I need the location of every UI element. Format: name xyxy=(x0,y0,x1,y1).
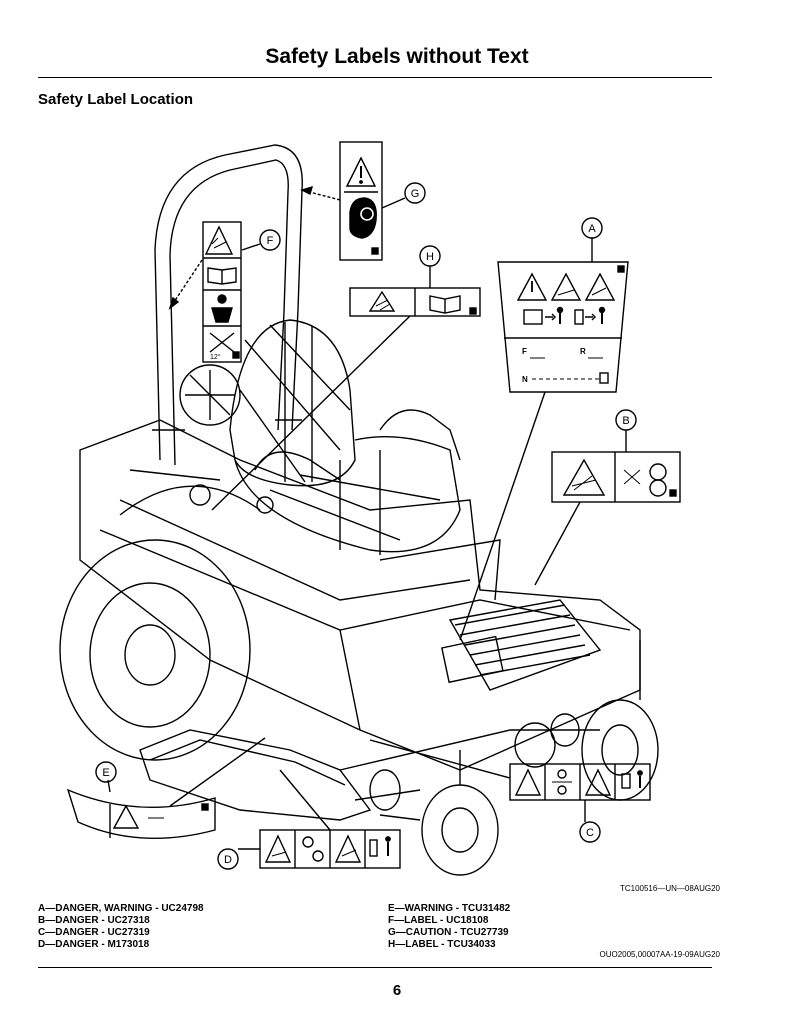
legend-item-d: D—DANGER - M173018 xyxy=(38,939,150,950)
leader-h xyxy=(211,315,411,511)
label-a: F R N xyxy=(497,261,629,393)
rear-wheel xyxy=(59,539,251,761)
label-a-f-text: F xyxy=(522,347,527,356)
legend-item-g: G—CAUTION - TCU27739 xyxy=(388,927,509,938)
svg-text:H: H xyxy=(426,251,434,263)
document-reference: OUO2005,00007AA-19-09AUG20 xyxy=(599,950,720,959)
legend-item-h: H—LABEL - TCU34033 xyxy=(388,939,496,950)
svg-text:C: C xyxy=(586,827,594,839)
callout-a: A xyxy=(581,217,603,239)
label-f-angle-text: 12° xyxy=(210,353,221,361)
arrow-g xyxy=(300,185,314,196)
legend-item-a: A—DANGER, WARNING - UC24798 xyxy=(38,903,204,914)
callout-d: D xyxy=(217,848,239,870)
leader-a xyxy=(459,391,546,641)
leader-e xyxy=(169,737,266,807)
svg-text:D: D xyxy=(224,854,232,866)
svg-text:B: B xyxy=(622,415,629,427)
page-title: Safety Labels without Text xyxy=(265,45,529,68)
svg-text:A: A xyxy=(588,223,596,235)
arrow-f xyxy=(168,296,180,310)
mower-body xyxy=(79,419,641,771)
label-h xyxy=(349,287,481,317)
callout-c: C xyxy=(579,821,601,843)
legend-item-f: F—LABEL - UC18108 xyxy=(388,915,489,926)
figure-reference: TC100516—UN—08AUG20 xyxy=(619,884,720,893)
legend-left: A—DANGER, WARNING - UC24798 B—DANGER - U… xyxy=(38,903,204,951)
rops-roll-bar xyxy=(152,144,303,466)
section-heading: Safety Label Location xyxy=(38,91,194,108)
svg-text:G: G xyxy=(411,188,420,200)
seat xyxy=(229,319,461,555)
callout-h: H xyxy=(419,245,441,267)
mower-illustration: 12° F R N xyxy=(59,141,681,876)
leader-f-callout xyxy=(241,243,261,251)
legend-item-e: E—WARNING - TCU31482 xyxy=(388,903,511,914)
leader-g-callout xyxy=(381,197,406,209)
callout-b: B xyxy=(615,409,637,431)
label-c xyxy=(509,763,651,801)
legend-item-b: B—DANGER - UC27318 xyxy=(38,915,150,926)
legend-item-c: C—DANGER - UC27319 xyxy=(38,927,150,938)
foot-platform xyxy=(441,599,602,691)
svg-text:F: F xyxy=(267,235,274,247)
mower-deck xyxy=(139,713,600,821)
label-a-n-text: N xyxy=(522,375,528,384)
callout-f: F xyxy=(259,229,281,251)
label-b xyxy=(551,451,681,503)
footer-rule xyxy=(38,967,712,968)
svg-text:E: E xyxy=(102,767,109,779)
engine xyxy=(179,364,274,514)
label-g xyxy=(339,141,383,261)
leader-b xyxy=(534,501,581,586)
front-caster-right xyxy=(581,640,659,801)
page-number: 6 xyxy=(392,982,402,999)
header-rule xyxy=(38,77,712,78)
label-d xyxy=(259,829,401,869)
label-a-r-text: R xyxy=(580,347,586,356)
front-caster-left xyxy=(421,750,499,876)
leader-d xyxy=(279,769,331,831)
label-e xyxy=(66,788,216,840)
leader-c xyxy=(369,739,511,779)
legend-right: E—WARNING - TCU31482 F—LABEL - UC18108 G… xyxy=(388,903,510,951)
label-f: 12° xyxy=(202,221,242,363)
callout-e: E xyxy=(95,761,117,783)
callout-g: G xyxy=(404,182,426,204)
